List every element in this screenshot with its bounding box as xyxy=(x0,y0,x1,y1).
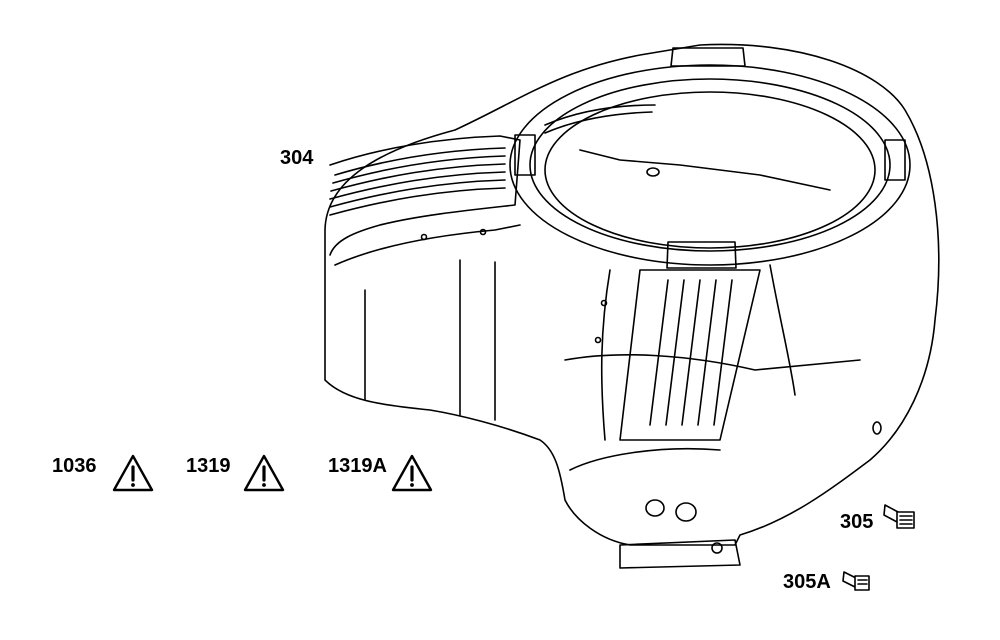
opening-ring-inner xyxy=(529,78,891,252)
opening-ring-outer xyxy=(509,64,911,266)
warning-triangle-icon xyxy=(391,454,433,492)
ring-tab-bottom xyxy=(666,241,737,269)
warning-label-1319A: 1319A xyxy=(328,455,387,477)
bracket-tab xyxy=(619,539,741,569)
shroud-left-wing xyxy=(329,135,521,256)
warning-label-1036: 1036 xyxy=(52,455,97,477)
warning-label-1319: 1319 xyxy=(186,455,231,477)
ring-tab-left xyxy=(514,134,536,176)
warning-triangle-icon xyxy=(243,454,285,492)
callout-305: 305 xyxy=(840,511,874,533)
bolt-305-icon xyxy=(883,504,915,529)
callout-304: 304 xyxy=(280,147,314,169)
callout-305A: 305A xyxy=(783,571,831,593)
ring-tab-right xyxy=(884,139,906,181)
housing-outline xyxy=(324,43,940,546)
front-vent xyxy=(619,269,761,441)
ring-tab-top xyxy=(670,47,746,67)
warning-triangle-icon xyxy=(112,454,154,492)
bolt-305A-icon xyxy=(842,571,870,591)
